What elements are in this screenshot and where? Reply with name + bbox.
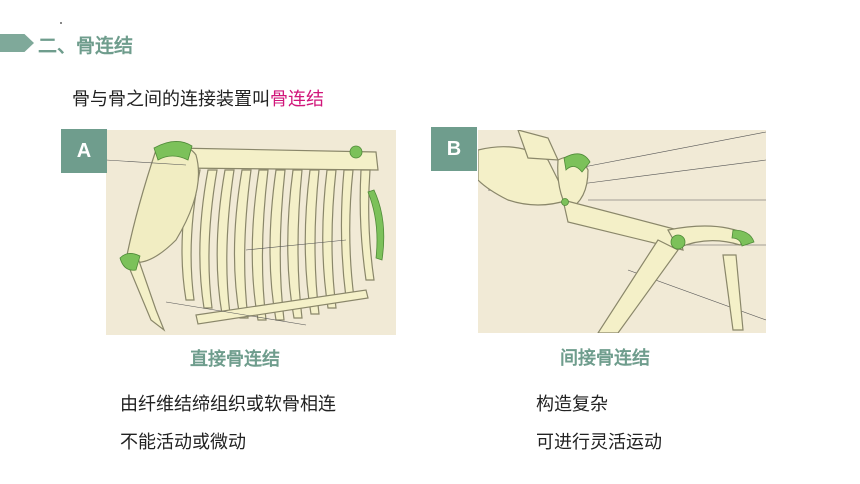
decorative-dot (60, 22, 62, 24)
panel-b-description-line-2: 可进行灵活运动 (536, 432, 662, 453)
rib-cage-drawing (106, 141, 385, 332)
panel-b-badge: B (431, 127, 477, 171)
intro-highlight: 骨连结 (270, 89, 324, 110)
panel-a-description-line-2: 不能活动或微动 (120, 432, 246, 453)
intro-text: 骨与骨之间的连接装置叫 (72, 89, 270, 110)
intro-sentence: 骨与骨之间的连接装置叫骨连结 (72, 85, 324, 111)
panel-a-badge: A (61, 129, 107, 173)
panel-b-description-line-1: 构造复杂 (536, 394, 608, 415)
joint-illustration (478, 130, 766, 333)
section-title: 二、骨连结 (38, 35, 134, 57)
panel-a-description-line-1: 由纤维结缔组织或软骨相连 (120, 394, 336, 415)
panel-a-caption: 直接骨连结 (190, 349, 280, 370)
rib-cage-illustration (106, 130, 396, 335)
joint-drawing (478, 130, 766, 333)
panel-b-caption: 间接骨连结 (560, 348, 650, 369)
section-marker-arrow (0, 34, 34, 52)
